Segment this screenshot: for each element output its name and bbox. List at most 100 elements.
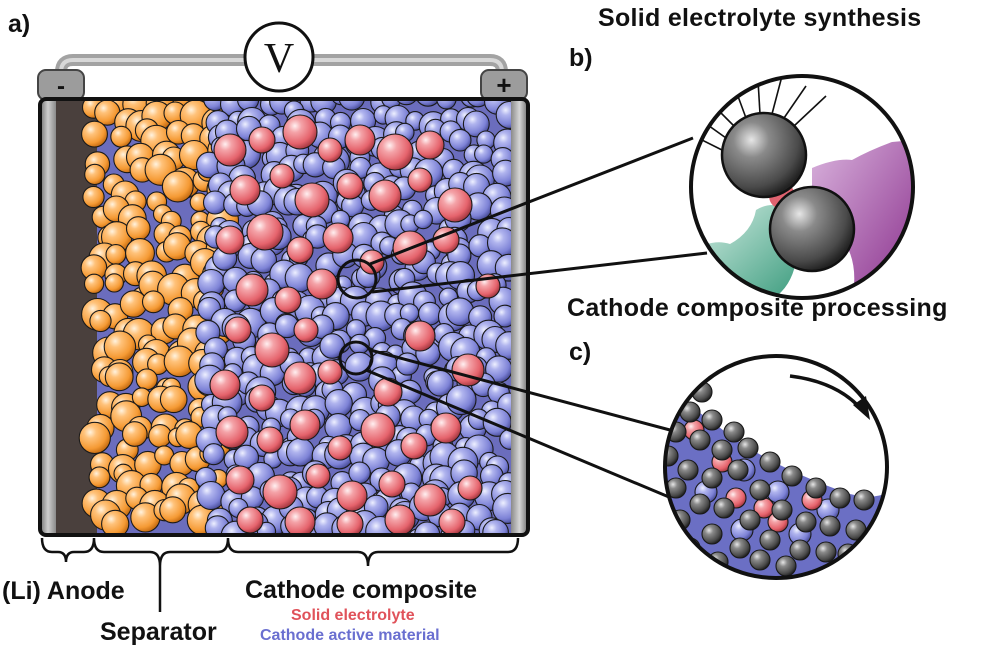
panel-label-b: b) (569, 44, 593, 72)
mill-precursor-particle (781, 465, 803, 487)
separator-particle (121, 421, 148, 447)
solid-electrolyte-particle (305, 463, 331, 489)
separator-particle (104, 273, 124, 293)
mill-precursor-particle (679, 537, 701, 559)
solid-electrolyte-particle (457, 475, 483, 501)
separator-particle (110, 125, 133, 148)
solid-electrolyte-particle (225, 465, 255, 495)
cathode-active-particle (462, 110, 490, 138)
mill-precursor-particle (739, 509, 761, 531)
mill-precursor-particle (819, 515, 841, 537)
solid-electrolyte-particle (236, 506, 264, 534)
mill-precursor-particle (771, 499, 793, 521)
solid-electrolyte-particle (246, 213, 284, 251)
label-anode: (Li) Anode (2, 577, 125, 605)
right-casing (511, 99, 528, 535)
cathode-active-particle (202, 190, 228, 215)
solid-electrolyte-particle (282, 114, 318, 150)
solid-electrolyte-particle (336, 172, 364, 200)
separator-particle (83, 273, 105, 294)
solid-electrolyte-particle (317, 137, 343, 163)
solid-electrolyte-particle (235, 273, 269, 307)
precursor-particle-upper (720, 111, 808, 199)
solid-electrolyte-particle (213, 133, 247, 167)
mill-precursor-particle (759, 529, 781, 551)
negative-sign: - (57, 73, 65, 100)
solid-electrolyte-particle (413, 483, 447, 517)
solid-electrolyte-particle (224, 316, 252, 344)
solid-electrolyte-particle (293, 317, 319, 343)
solid-electrolyte-particle (336, 480, 368, 512)
solid-electrolyte-particle (415, 130, 445, 160)
solid-electrolyte-particle (336, 510, 364, 535)
mill-precursor-particle (689, 493, 711, 515)
zoom-marker-b (336, 258, 378, 300)
cathode-active-particle (202, 443, 225, 466)
connector-c-top (369, 348, 671, 432)
cathode-active-particle (413, 209, 433, 230)
solid-electrolyte-particle (384, 504, 416, 535)
separator-particle (159, 496, 187, 524)
solid-electrolyte-particle (317, 359, 343, 385)
mill-precursor-particle (729, 537, 751, 559)
solid-electrolyte-particle (407, 167, 433, 193)
panel-label-c: c) (569, 338, 592, 366)
separator-particle (105, 244, 127, 265)
mill-precursor-particle (689, 429, 711, 451)
solid-electrolyte-particle (256, 426, 284, 454)
inset-c-border (663, 354, 889, 580)
panel-label-a: a) (8, 10, 31, 38)
separator-particle (161, 170, 194, 203)
left-casing (40, 99, 56, 535)
solid-electrolyte-particle (215, 225, 245, 255)
solid-electrolyte-particle (437, 187, 473, 223)
solid-electrolyte-particle (248, 126, 276, 154)
cathode-active-particle (474, 144, 494, 164)
voltmeter-label: V (264, 36, 294, 82)
separator-particle (125, 216, 151, 241)
mill-precursor-particle (701, 523, 723, 545)
separator-particle (135, 368, 158, 391)
mill-precursor-particle (789, 539, 811, 561)
cell-outline (38, 97, 530, 537)
mill-precursor-particle (805, 477, 827, 499)
solid-electrolyte-particle (327, 435, 353, 461)
separator-particle (101, 509, 130, 535)
separator-particle (89, 309, 112, 333)
solid-electrolyte-particle (404, 320, 436, 352)
solid-electrolyte-particle (376, 133, 414, 171)
mill-precursor-particle (795, 511, 817, 533)
cathode-active-particle (338, 99, 366, 111)
cathode-active-particle (426, 369, 454, 397)
mill-precursor-particle (669, 369, 691, 391)
solid-electrolyte-particle (229, 174, 261, 206)
solid-electrolyte-particle (368, 179, 402, 213)
cathode-active-particle (348, 461, 371, 485)
mill-precursor-particle (711, 439, 733, 461)
solid-electrolyte-particle (360, 412, 396, 448)
cathode-active-particle (395, 352, 420, 376)
solid-electrolyte-particle (344, 124, 376, 156)
solid-electrolyte-particle (289, 409, 321, 441)
solid-electrolyte-particle (286, 236, 314, 264)
solid-electrolyte-particle (248, 384, 276, 412)
solid-electrolyte-particle (209, 369, 241, 401)
solid-electrolyte-particle (400, 432, 428, 460)
mill-precursor-particle (665, 393, 679, 415)
mill-precursor-particle (713, 497, 735, 519)
cathode-active-particle (393, 99, 419, 106)
mill-precursor-particle (701, 409, 723, 431)
heading-synthesis: Solid electrolyte synthesis (598, 4, 922, 32)
cathode-active-particle (448, 128, 472, 152)
separator-particle (84, 163, 106, 186)
solid-electrolyte-particle (322, 222, 354, 254)
region-brace (40, 537, 520, 567)
separator-particle (78, 421, 111, 455)
label-cathode-composite: Cathode composite (245, 576, 477, 604)
separator-particle (81, 120, 108, 148)
cathode-active-particle (324, 389, 353, 418)
separator-particle (82, 185, 105, 209)
zoom-marker-c (338, 340, 374, 376)
positive-sign: + (496, 70, 511, 100)
